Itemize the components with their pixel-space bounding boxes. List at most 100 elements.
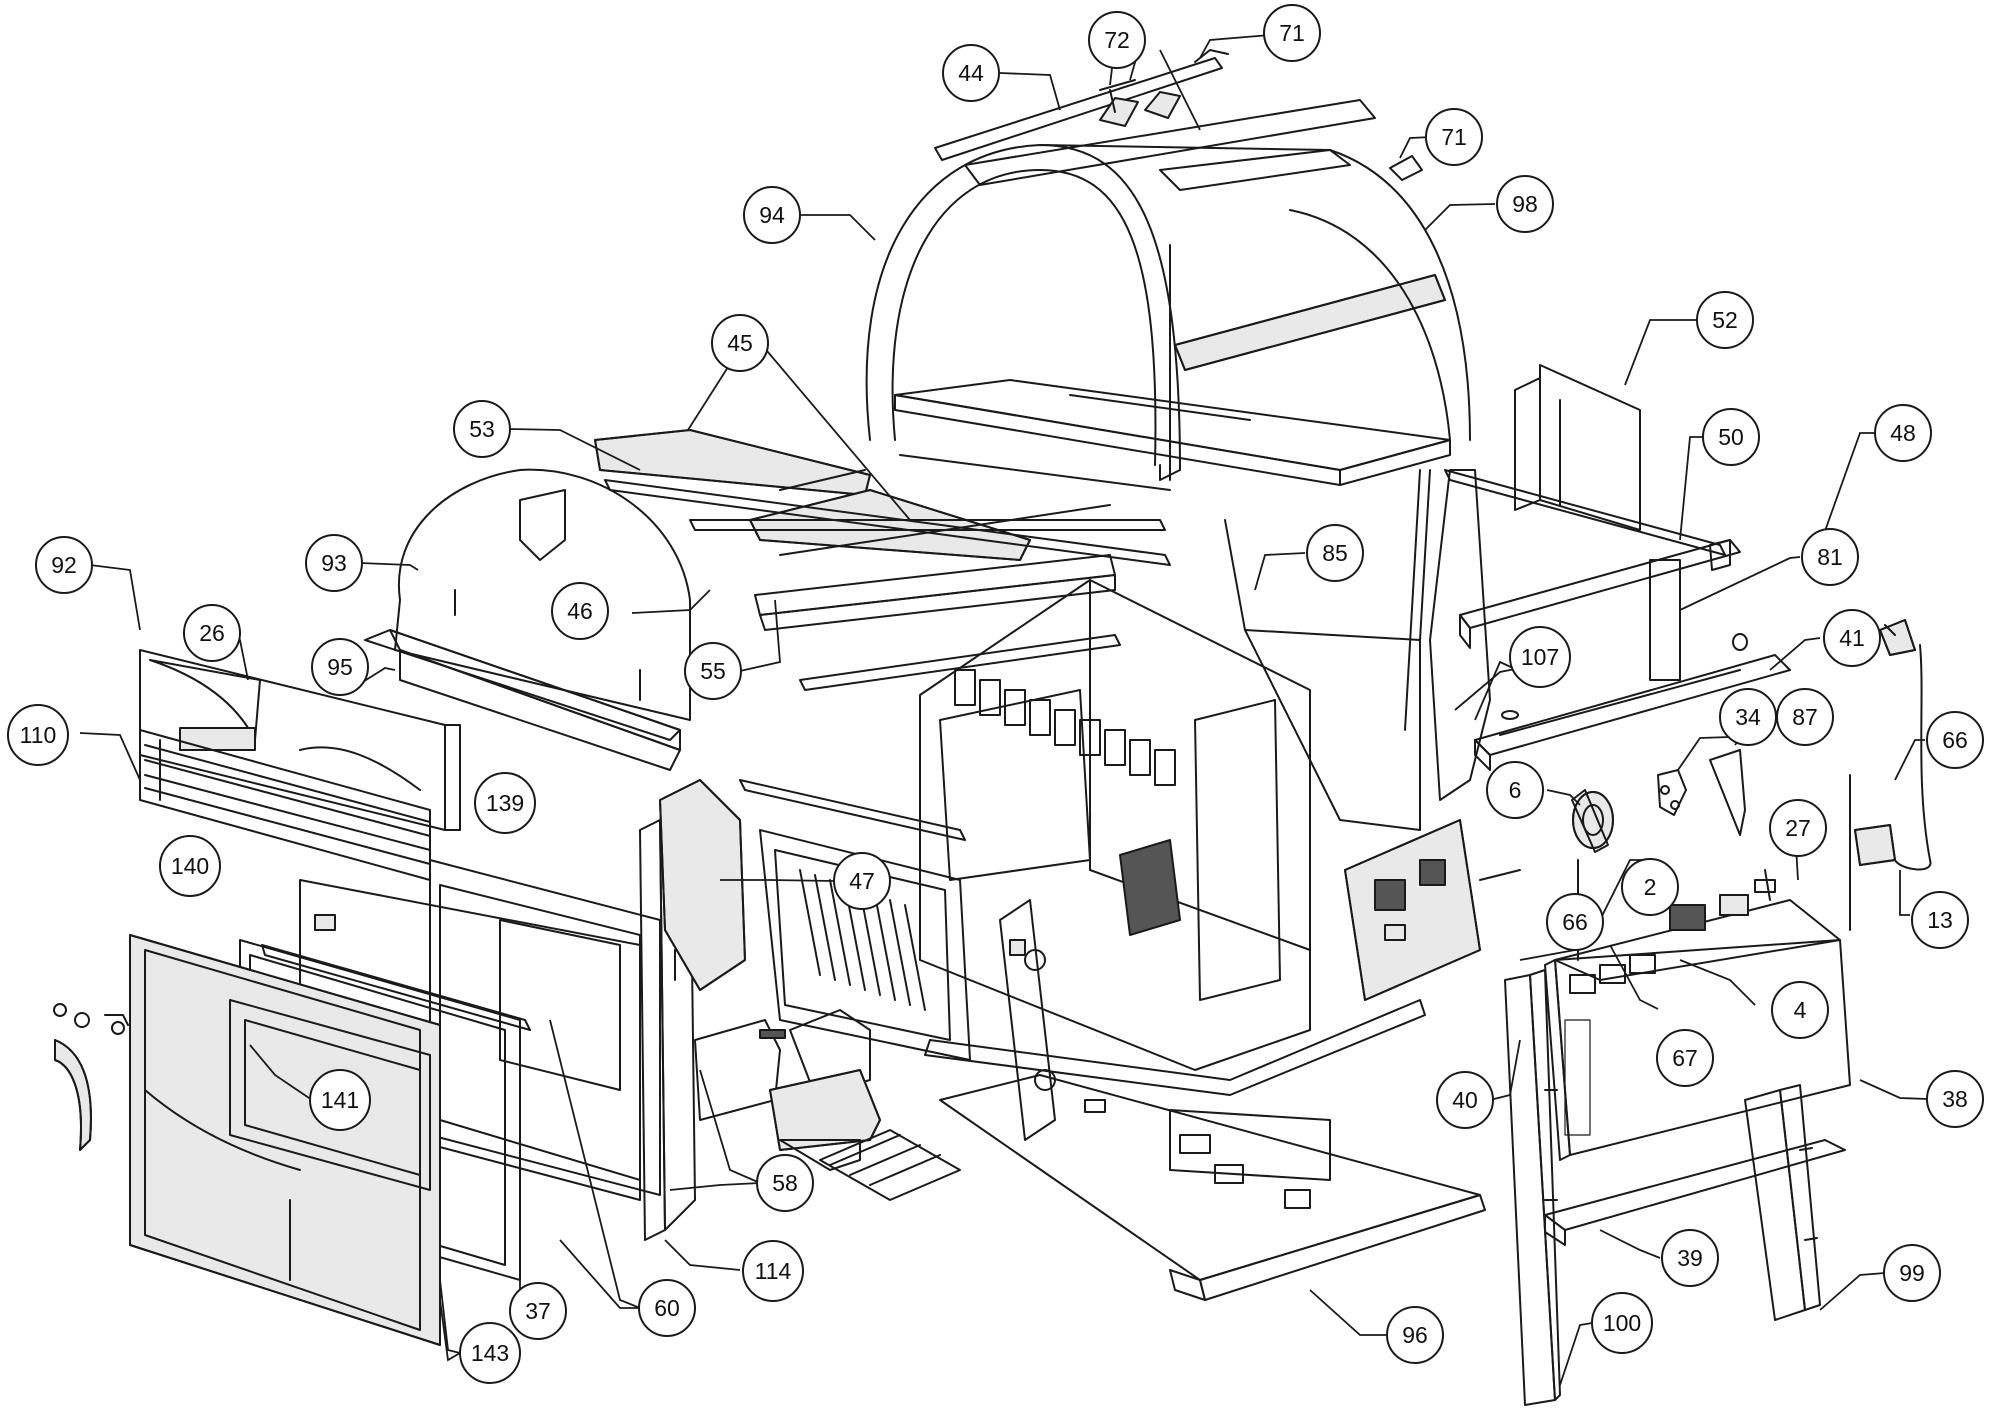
part-horizontal-channels bbox=[604, 454, 1171, 691]
part-top-plate bbox=[894, 379, 1451, 486]
part-combustion-chamber bbox=[919, 579, 1311, 1071]
callout-71-right: 71 bbox=[1425, 108, 1483, 166]
part-deflector-plates bbox=[594, 429, 1031, 561]
svg-text:2: 2 bbox=[1644, 874, 1657, 900]
callout-bubbles: 71 72 44 71 94 98 45 52 53 50 48 92 93 8… bbox=[7, 4, 1984, 1384]
svg-text:95: 95 bbox=[327, 654, 353, 680]
svg-text:100: 100 bbox=[1603, 1310, 1641, 1336]
svg-text:46: 46 bbox=[567, 598, 593, 624]
svg-text:66: 66 bbox=[1942, 727, 1968, 753]
callout-4: 4 bbox=[1771, 981, 1829, 1039]
callout-34: 34 bbox=[1719, 688, 1777, 746]
callout-96: 96 bbox=[1386, 1306, 1444, 1364]
part-power-cord bbox=[1849, 619, 1932, 931]
svg-text:60: 60 bbox=[654, 1295, 680, 1321]
svg-text:71: 71 bbox=[1279, 20, 1305, 46]
part-fan bbox=[1571, 789, 1614, 853]
callout-140: 140 bbox=[159, 835, 221, 897]
svg-text:81: 81 bbox=[1817, 544, 1843, 570]
callout-27: 27 bbox=[1769, 799, 1827, 857]
callout-53: 53 bbox=[453, 400, 511, 458]
svg-text:110: 110 bbox=[20, 722, 57, 748]
callout-37: 37 bbox=[509, 1282, 567, 1340]
svg-text:140: 140 bbox=[171, 853, 209, 879]
svg-text:44: 44 bbox=[958, 60, 984, 86]
svg-text:94: 94 bbox=[759, 202, 785, 228]
part-feed-assembly bbox=[769, 1009, 961, 1201]
callout-81: 81 bbox=[1801, 528, 1859, 586]
svg-text:98: 98 bbox=[1512, 191, 1538, 217]
callout-44: 44 bbox=[942, 44, 1000, 102]
svg-text:4: 4 bbox=[1794, 997, 1807, 1023]
svg-text:67: 67 bbox=[1672, 1045, 1698, 1071]
part-side-rails bbox=[1444, 469, 1741, 649]
leader-lines bbox=[79, 34, 1929, 1386]
callout-38: 38 bbox=[1926, 1070, 1984, 1128]
svg-text:27: 27 bbox=[1785, 815, 1811, 841]
svg-text:52: 52 bbox=[1712, 307, 1738, 333]
callout-87: 87 bbox=[1776, 688, 1834, 746]
part-chamber-base bbox=[924, 999, 1426, 1096]
svg-text:47: 47 bbox=[849, 868, 875, 894]
part-control-board bbox=[1344, 819, 1521, 1001]
callout-95: 95 bbox=[311, 638, 369, 696]
callout-139: 139 bbox=[474, 772, 536, 834]
svg-text:107: 107 bbox=[1521, 644, 1559, 670]
svg-text:6: 6 bbox=[1509, 777, 1522, 803]
callout-48: 48 bbox=[1874, 404, 1932, 462]
part-side-wall bbox=[1404, 469, 1681, 801]
callout-94: 94 bbox=[743, 186, 801, 244]
callout-107: 107 bbox=[1509, 626, 1571, 688]
callout-71-top: 71 bbox=[1263, 4, 1321, 62]
callout-58: 58 bbox=[756, 1154, 814, 1212]
callout-66-left: 66 bbox=[1546, 893, 1604, 951]
svg-text:139: 139 bbox=[486, 790, 524, 816]
part-hinge-bracket bbox=[999, 899, 1056, 1141]
part-inner-door bbox=[739, 779, 971, 1061]
part-right-post bbox=[1744, 1084, 1821, 1321]
part-door bbox=[129, 934, 441, 1346]
callout-100: 100 bbox=[1591, 1292, 1653, 1354]
svg-text:39: 39 bbox=[1677, 1245, 1703, 1271]
svg-text:58: 58 bbox=[772, 1170, 798, 1196]
part-top-rail bbox=[934, 49, 1423, 186]
svg-text:72: 72 bbox=[1104, 27, 1130, 53]
callout-55: 55 bbox=[684, 642, 742, 700]
callout-98: 98 bbox=[1496, 175, 1554, 233]
part-upper-front-frame bbox=[139, 649, 461, 831]
svg-text:26: 26 bbox=[199, 620, 225, 646]
callout-110: 110 bbox=[7, 704, 69, 766]
callout-52: 52 bbox=[1696, 291, 1754, 349]
part-cross-rail bbox=[1544, 1139, 1846, 1246]
part-arch-frame bbox=[865, 144, 1471, 481]
callout-143: 143 bbox=[459, 1322, 521, 1384]
part-rear-panel bbox=[1514, 364, 1641, 531]
callout-60: 60 bbox=[638, 1279, 696, 1337]
svg-text:34: 34 bbox=[1735, 704, 1761, 730]
svg-text:93: 93 bbox=[321, 550, 347, 576]
svg-text:141: 141 bbox=[321, 1087, 359, 1113]
callout-141: 141 bbox=[309, 1069, 371, 1131]
svg-text:85: 85 bbox=[1322, 540, 1348, 566]
callout-6: 6 bbox=[1486, 761, 1544, 819]
part-funnel-channel bbox=[1224, 469, 1431, 831]
svg-text:66: 66 bbox=[1562, 909, 1588, 935]
callout-39: 39 bbox=[1661, 1229, 1719, 1287]
part-left-post bbox=[1504, 969, 1561, 1406]
callout-45: 45 bbox=[711, 314, 769, 372]
callout-67: 67 bbox=[1656, 1029, 1714, 1087]
svg-text:114: 114 bbox=[755, 1258, 792, 1284]
part-half-disc-plate bbox=[394, 468, 691, 721]
callout-26: 26 bbox=[183, 604, 241, 662]
callout-93: 93 bbox=[305, 534, 363, 592]
svg-text:13: 13 bbox=[1927, 907, 1953, 933]
part-base-tray bbox=[939, 1074, 1486, 1301]
svg-text:45: 45 bbox=[727, 330, 753, 356]
svg-text:143: 143 bbox=[471, 1340, 509, 1366]
svg-text:50: 50 bbox=[1718, 424, 1744, 450]
part-louvre-grille bbox=[139, 729, 431, 881]
callout-50: 50 bbox=[1702, 408, 1760, 466]
part-front-channel bbox=[364, 629, 681, 771]
svg-text:92: 92 bbox=[51, 552, 77, 578]
